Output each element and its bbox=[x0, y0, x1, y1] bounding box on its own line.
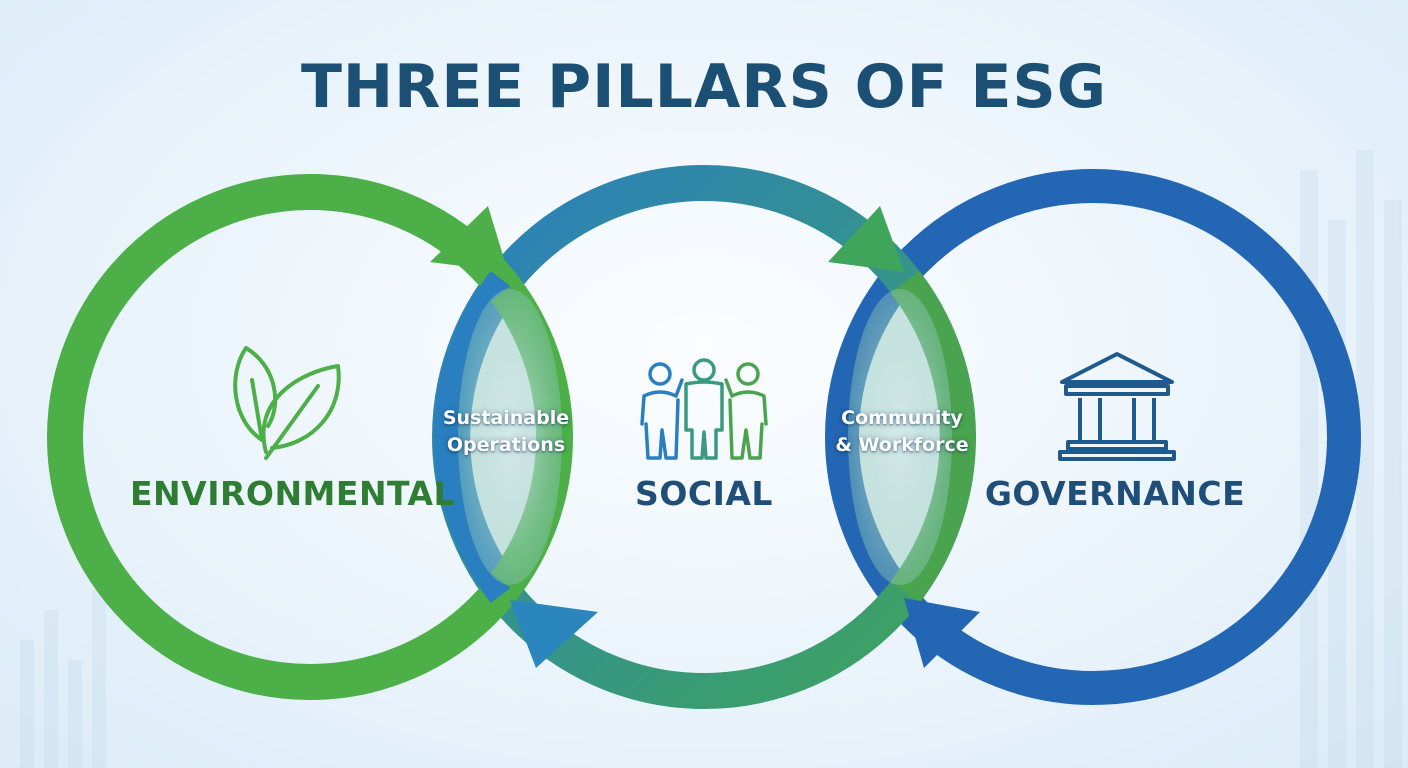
arrowhead-gov-bottom bbox=[904, 598, 980, 668]
overlap-label-line2: Operations bbox=[446, 434, 566, 456]
overlap-lens-right bbox=[848, 289, 952, 585]
overlap-lens-left bbox=[458, 289, 562, 585]
overlap-label-line1: Sustainable bbox=[442, 407, 570, 429]
overlap-label-line2: & Workforce bbox=[835, 434, 969, 456]
overlap-label-sustainable-operations: Sustainable Operations bbox=[421, 405, 591, 459]
arrowhead-social-bottom bbox=[510, 600, 598, 668]
pillar-label-environmental: ENVIRONMENTAL bbox=[130, 474, 456, 513]
governance-ring bbox=[825, 169, 1361, 705]
leaf-icon bbox=[233, 346, 341, 460]
institution-icon bbox=[1058, 352, 1176, 461]
overlap-label-community-workforce: Community & Workforce bbox=[817, 405, 987, 459]
arrowhead-env-top bbox=[430, 206, 508, 272]
pillar-label-governance: GOVERNANCE bbox=[984, 474, 1246, 513]
people-icon bbox=[640, 358, 768, 460]
page-title: THREE PILLARS OF ESG bbox=[300, 52, 1108, 122]
pillar-label-social: SOCIAL bbox=[635, 474, 773, 513]
overlap-label-line1: Community bbox=[841, 407, 963, 429]
arrowhead-social-top bbox=[828, 206, 904, 272]
